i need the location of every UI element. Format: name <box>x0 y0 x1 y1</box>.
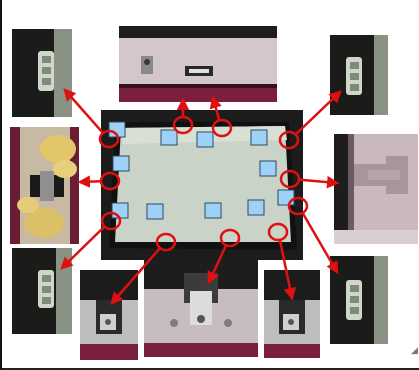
highlight-circle <box>287 196 309 216</box>
callout-arrow <box>77 175 102 188</box>
callout-arrow <box>301 212 339 275</box>
marker-square <box>247 199 265 216</box>
marker-square <box>146 203 164 220</box>
callout-arrow <box>60 225 106 270</box>
highlight-circle <box>155 232 177 252</box>
highlight-circle <box>267 222 289 242</box>
highlight-circle <box>211 118 233 138</box>
resize-grip-icon: ◢ <box>411 346 418 356</box>
marker-square <box>250 129 268 146</box>
photo-bottom-tab-center <box>144 257 258 357</box>
marker-square <box>277 189 295 206</box>
photo-bracket-right <box>334 134 418 244</box>
callout-arrow <box>209 95 222 121</box>
marker-square <box>196 131 214 148</box>
photo-top-connector <box>119 26 277 102</box>
highlight-circle <box>219 228 241 248</box>
marker-square <box>112 155 130 172</box>
highlight-circle <box>99 171 121 191</box>
highlight-circle <box>279 169 301 189</box>
highlight-circle <box>278 130 300 150</box>
callout-arrow <box>298 175 340 189</box>
highlight-circle <box>98 129 120 149</box>
callout-arrow <box>278 239 297 301</box>
highlight-circle <box>172 115 194 135</box>
marker-square <box>160 129 178 146</box>
marker-square <box>259 160 277 177</box>
photo-side-clip-bottom-right <box>330 256 388 344</box>
callout-arrow <box>207 244 228 285</box>
callout-arrow <box>110 247 161 305</box>
highlight-circle <box>100 211 122 231</box>
callout-arrow <box>294 90 342 136</box>
photo-finger-release-left <box>10 127 79 244</box>
callout-arrow <box>63 88 104 134</box>
marker-square <box>111 202 129 219</box>
marker-square <box>204 202 222 219</box>
